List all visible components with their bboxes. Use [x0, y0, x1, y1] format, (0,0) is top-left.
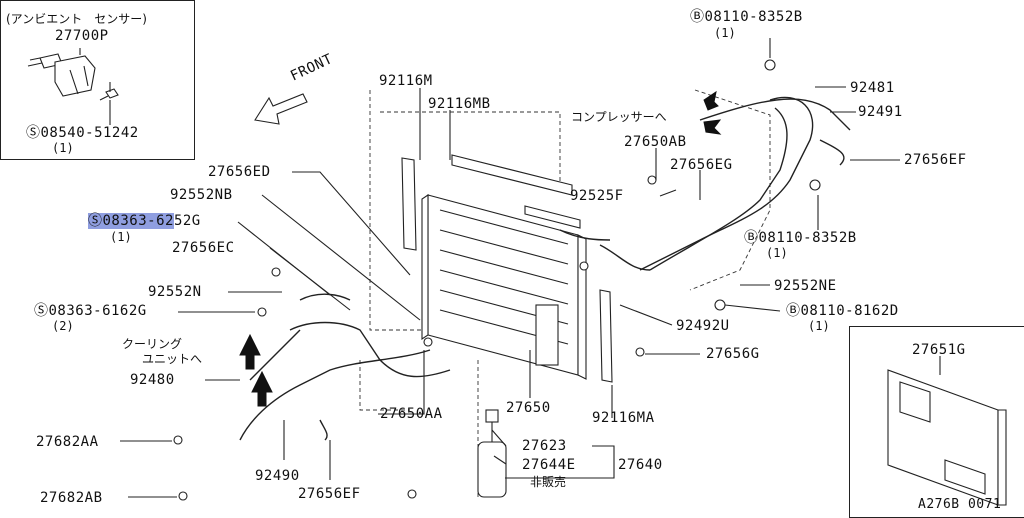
part-27656EF-bottom: 27656EF: [298, 486, 361, 502]
part-27644E: 27644E: [522, 457, 576, 473]
part-92552NE: 92552NE: [774, 278, 837, 294]
receiver-drier-drawing: [477, 409, 507, 498]
front-arrow: [254, 93, 308, 125]
cooling-unit-label-2: ユニットへ: [142, 352, 203, 366]
cooling-unit-label-1: クーリング: [122, 337, 183, 351]
part-92116MB: 92116MB: [428, 96, 491, 112]
part-92481: 92481: [850, 80, 895, 96]
side-seal-left: [401, 157, 417, 251]
qty-08363-6162G: (2): [52, 319, 74, 333]
side-seal-right: [599, 289, 613, 383]
part-27700P: 27700P: [55, 28, 109, 44]
part-27651G: 27651G: [912, 342, 966, 358]
part-27656G: 27656G: [706, 346, 760, 362]
part-08363-6252G-suffix: 52G: [173, 213, 201, 229]
qty-08110-8352B-mid: (1): [766, 246, 788, 260]
part-92552NB: 92552NB: [170, 187, 233, 203]
part-92552N: 92552N: [148, 284, 202, 300]
part-92480: 92480: [130, 372, 175, 388]
part-08110-8162D: Ⓑ08110-8162D: [786, 303, 899, 319]
direction-arrows: [239, 90, 722, 407]
not-sold-label: 非販売: [530, 475, 567, 489]
part-27650: 27650: [506, 400, 551, 416]
part-92525F: 92525F: [570, 188, 624, 204]
ambient-sensor-drawing: [27, 53, 119, 101]
diagram-code: A276B 0071: [918, 497, 1002, 512]
part-27682AB: 27682AB: [40, 490, 103, 506]
part-27650AB: 27650AB: [624, 134, 687, 150]
inset-ambient-sensor: [0, 0, 195, 160]
compressor-label: コンプレッサーへ: [571, 110, 667, 124]
qty-08110-8162D: (1): [808, 319, 830, 333]
part-08540-51242: Ⓢ08540-51242: [26, 125, 139, 141]
qty-08540-51242: (1): [52, 141, 74, 155]
part-08363-6252G-highlight: Ⓢ08363-62: [88, 213, 174, 229]
part-08110-8352B-mid: Ⓑ08110-8352B: [744, 230, 857, 246]
qty-08363-6252G: (1): [110, 230, 132, 244]
part-27656EC: 27656EC: [172, 240, 235, 256]
seal-bar-upper: [451, 154, 573, 196]
condenser-drawing: [421, 193, 587, 380]
leader-lines: [79, 38, 941, 498]
part-27656EG: 27656EG: [670, 157, 733, 173]
part-27640: 27640: [618, 457, 663, 473]
part-27650AA: 27650AA: [380, 406, 443, 422]
qty-08110-8352B-top: (1): [714, 26, 736, 40]
ambient-sensor-caption: (アンビエント センサー): [6, 12, 147, 26]
part-92116M: 92116M: [379, 73, 433, 89]
part-92492U: 92492U: [676, 318, 730, 334]
seal-bar-lower: [524, 205, 581, 229]
part-08110-8352B-top: Ⓑ08110-8352B: [690, 9, 803, 25]
part-08363-6162G: Ⓢ08363-6162G: [34, 303, 147, 319]
part-27656EF-top: 27656EF: [904, 152, 967, 168]
part-27656ED: 27656ED: [208, 164, 271, 180]
inset-27651G-drawing: [887, 369, 1007, 506]
part-27623: 27623: [522, 438, 567, 454]
part-92116MA: 92116MA: [592, 410, 655, 426]
part-08363-6252G: Ⓢ08363-6252G: [88, 213, 201, 229]
part-27682AA: 27682AA: [36, 434, 99, 450]
part-92491: 92491: [858, 104, 903, 120]
part-92490: 92490: [255, 468, 300, 484]
